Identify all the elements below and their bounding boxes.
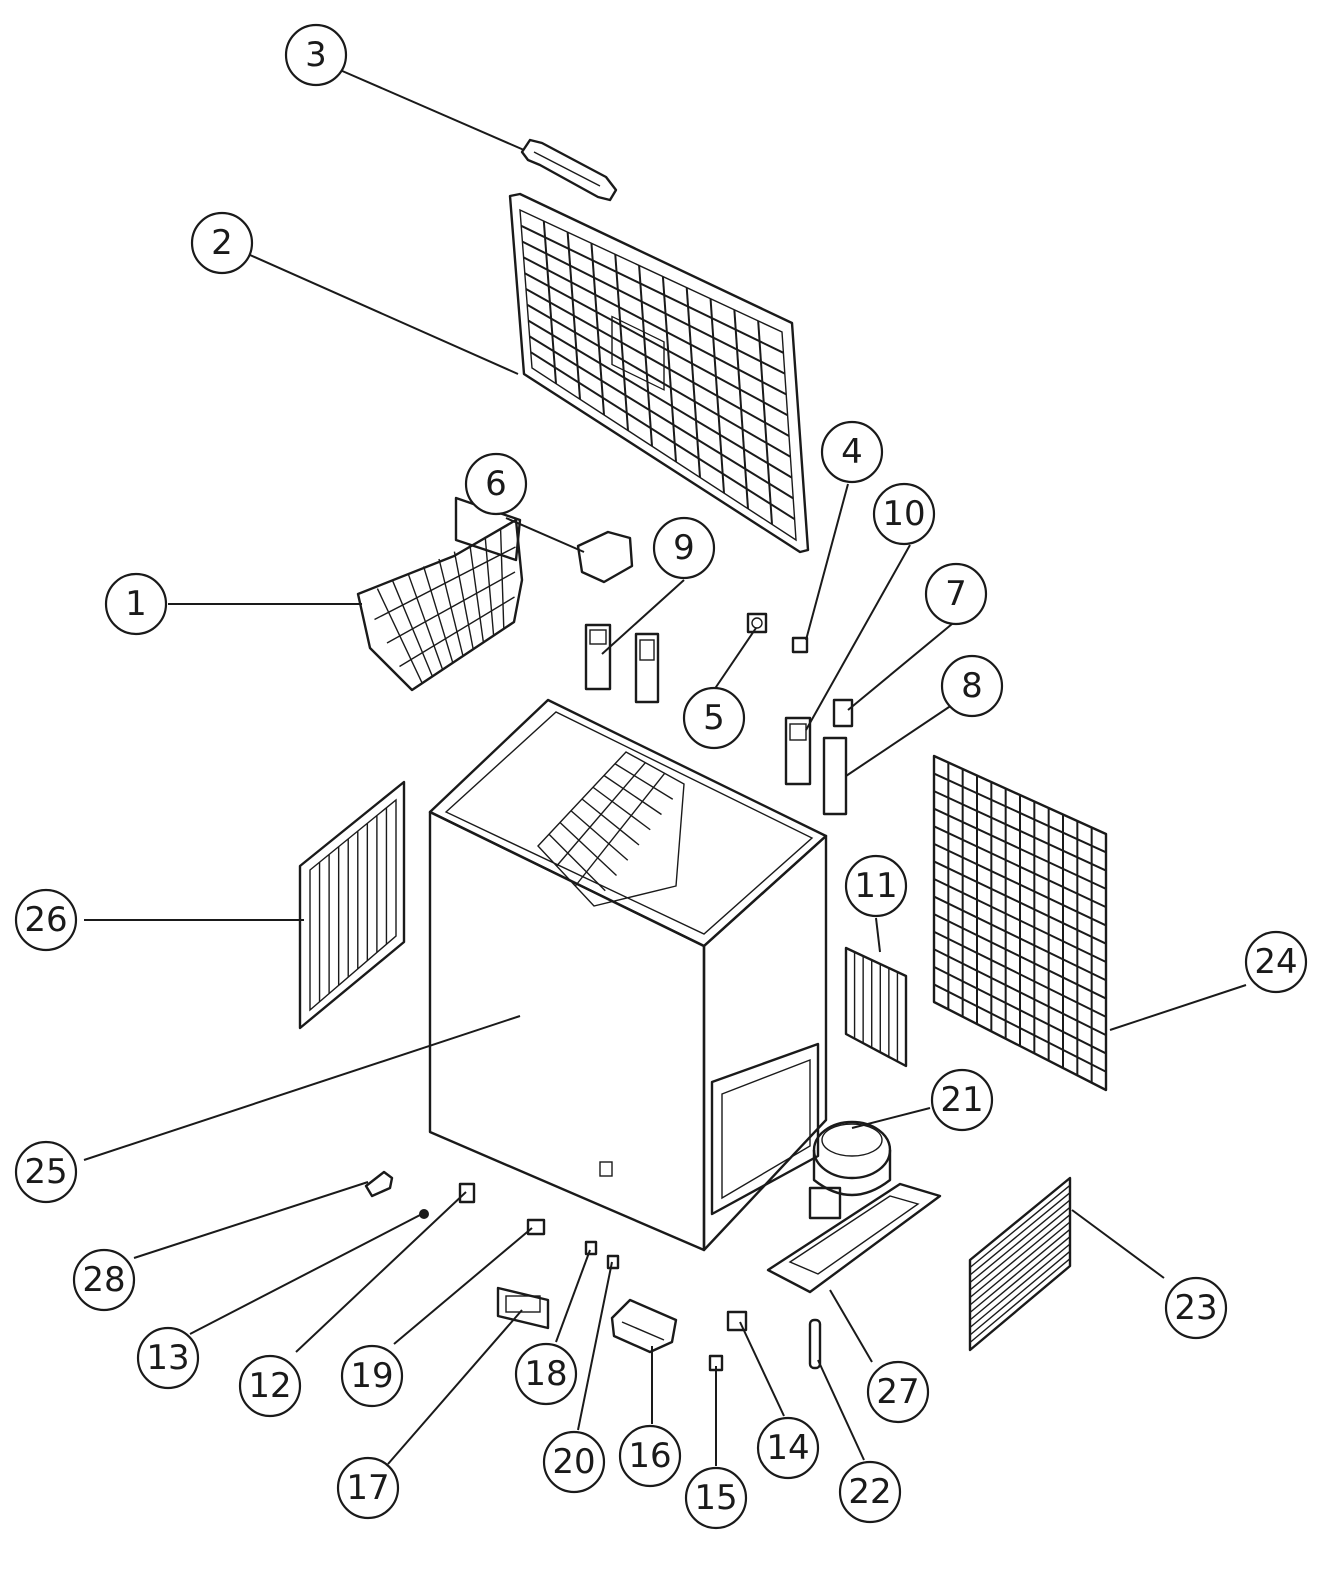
callout-27: 27 <box>866 1360 930 1424</box>
svg-text:11: 11 <box>854 866 897 906</box>
part-20 <box>606 1254 620 1270</box>
callout-9: 9 <box>652 516 716 580</box>
svg-text:15: 15 <box>694 1478 737 1518</box>
callout-28: 28 <box>72 1248 136 1312</box>
part-hinge-right <box>784 698 854 816</box>
svg-text:2: 2 <box>211 223 233 263</box>
svg-text:21: 21 <box>940 1080 983 1120</box>
svg-text:25: 25 <box>24 1152 67 1192</box>
svg-text:26: 26 <box>24 900 67 940</box>
callout-16: 16 <box>618 1424 682 1488</box>
svg-text:14: 14 <box>766 1428 809 1468</box>
svg-text:13: 13 <box>146 1338 189 1378</box>
svg-text:10: 10 <box>882 494 925 534</box>
svg-text:1: 1 <box>125 584 147 624</box>
svg-text:19: 19 <box>350 1356 393 1396</box>
callout-22: 22 <box>838 1460 902 1524</box>
part-hinge-left <box>584 623 660 704</box>
svg-text:12: 12 <box>248 1366 291 1406</box>
part-fitting-4 <box>791 636 809 654</box>
part-condenser <box>932 754 1108 1092</box>
callout-7: 7 <box>924 562 988 626</box>
svg-text:18: 18 <box>524 1354 567 1394</box>
part-handle <box>520 138 618 202</box>
part-22 <box>808 1318 822 1370</box>
svg-text:6: 6 <box>485 464 507 504</box>
part-small-cover <box>576 530 634 584</box>
callout-20: 20 <box>542 1430 606 1494</box>
callout-10: 10 <box>872 482 936 546</box>
svg-text:7: 7 <box>945 574 967 614</box>
svg-text:8: 8 <box>961 666 983 706</box>
callout-6: 6 <box>464 452 528 516</box>
callout-8: 8 <box>940 654 1004 718</box>
svg-text:27: 27 <box>876 1372 919 1412</box>
part-17 <box>496 1286 550 1330</box>
part-cabinet <box>428 698 828 1252</box>
part-basket <box>356 496 524 692</box>
part-28 <box>364 1170 394 1198</box>
svg-text:5: 5 <box>703 698 725 738</box>
svg-text:17: 17 <box>346 1468 389 1508</box>
callout-3: 3 <box>284 23 348 87</box>
callout-19: 19 <box>340 1344 404 1408</box>
callout-23: 23 <box>1164 1276 1228 1340</box>
svg-text:4: 4 <box>841 432 863 472</box>
svg-text:3: 3 <box>305 35 327 75</box>
svg-text:24: 24 <box>1254 942 1297 982</box>
callout-25: 25 <box>14 1140 78 1204</box>
svg-text:16: 16 <box>628 1436 671 1476</box>
callout-18: 18 <box>514 1342 578 1406</box>
part-side-panel <box>298 780 406 1030</box>
leader-lines <box>83 69 1247 1466</box>
part-fitting-5 <box>746 612 768 634</box>
svg-text:23: 23 <box>1174 1288 1217 1328</box>
callout-5: 5 <box>682 686 746 750</box>
part-lid <box>508 192 810 554</box>
part-19 <box>526 1218 546 1236</box>
part-small-grille <box>844 946 908 1068</box>
part-compressor-assembly <box>766 1120 942 1294</box>
callout-13: 13 <box>136 1326 200 1390</box>
part-18 <box>584 1240 598 1256</box>
svg-text:28: 28 <box>82 1260 125 1300</box>
callout-4: 4 <box>820 420 884 484</box>
svg-text:20: 20 <box>552 1442 595 1482</box>
callout-17: 17 <box>336 1456 400 1520</box>
part-back-grille <box>968 1176 1072 1352</box>
callout-24: 24 <box>1244 930 1308 994</box>
callout-15: 15 <box>684 1466 748 1530</box>
part-12 <box>458 1182 476 1204</box>
part-14 <box>726 1310 748 1332</box>
callout-11: 11 <box>844 854 908 918</box>
svg-text:22: 22 <box>848 1472 891 1512</box>
callout-26: 26 <box>14 888 78 952</box>
part-13 <box>419 1209 429 1219</box>
callout-2: 2 <box>190 211 254 275</box>
callout-21: 21 <box>930 1068 994 1132</box>
callout-12: 12 <box>238 1354 302 1418</box>
svg-text:9: 9 <box>673 528 695 568</box>
part-16 <box>610 1298 678 1354</box>
callout-14: 14 <box>756 1416 820 1480</box>
callout-1: 1 <box>104 572 168 636</box>
